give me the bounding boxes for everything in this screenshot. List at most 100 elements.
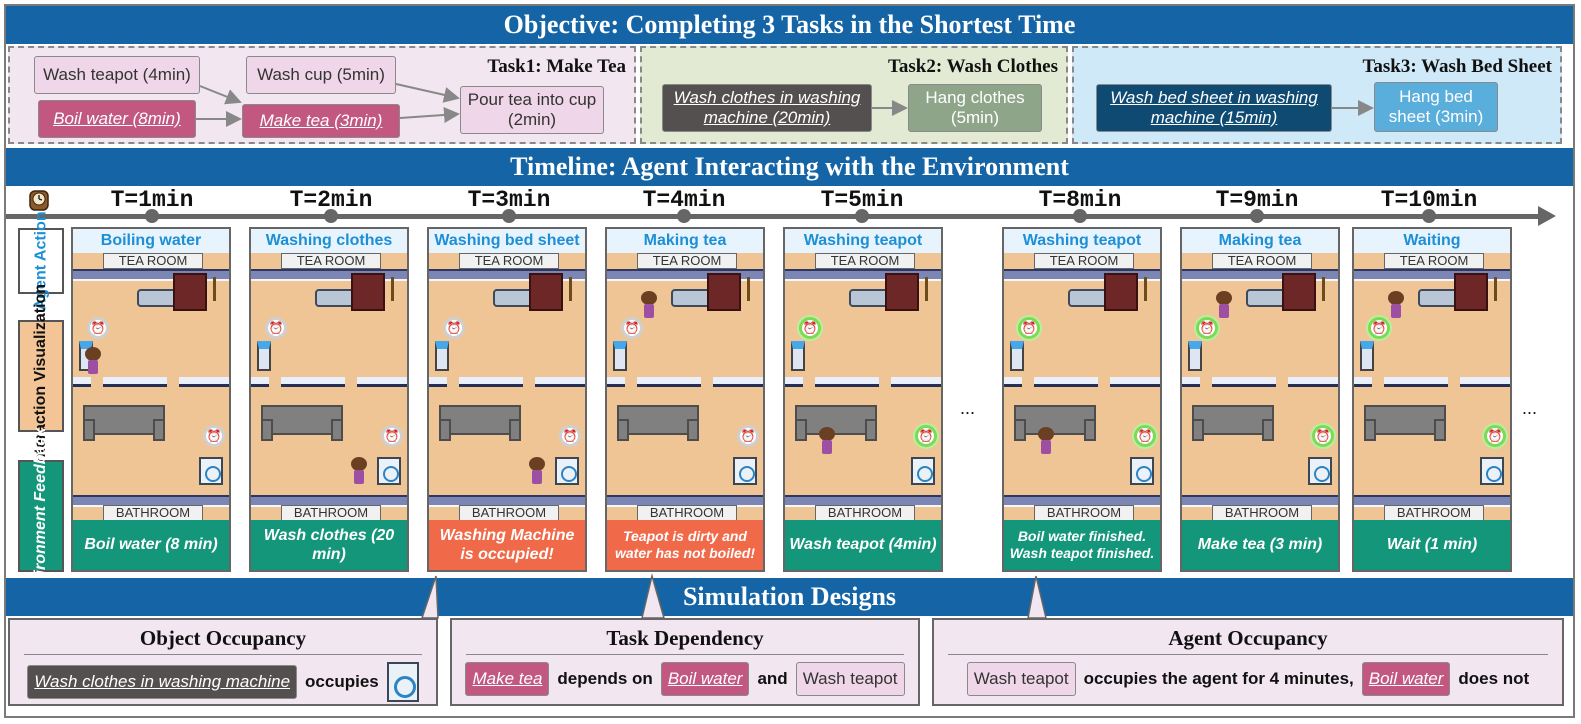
wall-divider bbox=[815, 377, 879, 387]
washing-machine-icon bbox=[1130, 457, 1154, 485]
tick-label: T=5min bbox=[820, 187, 904, 213]
lamp-icon bbox=[569, 277, 583, 301]
task2-arrow bbox=[872, 100, 908, 116]
timer-icon: ⏰ bbox=[265, 317, 287, 339]
frame-feedback: Boil water (8 min) bbox=[73, 520, 229, 570]
wash-teapot-chip: Wash teapot bbox=[795, 662, 905, 696]
timer-icon: ⏰ bbox=[1368, 317, 1390, 339]
cabinet-icon bbox=[1454, 273, 1488, 311]
bathroom-sign: BATHROOM bbox=[103, 505, 203, 521]
timer-icon: ⏰ bbox=[381, 425, 403, 447]
water-cooler-icon bbox=[1188, 341, 1202, 371]
tick-label: T=8min bbox=[1038, 187, 1122, 213]
cabinet-icon bbox=[1104, 273, 1138, 311]
frame-action: Washing bed sheet bbox=[429, 229, 585, 253]
bathroom-sign: BATHROOM bbox=[637, 505, 737, 521]
tea-room-sign: TEA ROOM bbox=[815, 253, 915, 269]
cabinet-icon bbox=[529, 273, 563, 311]
wall-divider bbox=[103, 377, 167, 387]
lamp-icon bbox=[1144, 277, 1158, 301]
washing-machine-icon bbox=[733, 457, 757, 485]
frame-action: Washing teapot bbox=[1004, 229, 1160, 253]
agent-icon bbox=[85, 347, 101, 375]
environment-feedback-label: Environment Feedback bbox=[18, 428, 64, 604]
wall-divider bbox=[713, 377, 763, 387]
does-not-text: does not bbox=[1458, 669, 1530, 688]
timer-icon: ⏰ bbox=[1196, 317, 1218, 339]
tea-room-sign: TEA ROOM bbox=[1212, 253, 1312, 269]
timeline-frame: Waiting TEA ROOM ⏰ ⏰ BATHROOM Wait (1 mi… bbox=[1352, 227, 1512, 572]
timer-icon: ⏰ bbox=[87, 317, 109, 339]
frame-action: Making tea bbox=[1182, 229, 1338, 253]
hang-sheet-box: Hang bed sheet (3min) bbox=[1374, 82, 1498, 132]
timer-icon: ⏰ bbox=[1134, 425, 1156, 447]
object-occupancy-chip: Wash clothes in washing machine bbox=[27, 665, 298, 699]
task1-arrows bbox=[196, 83, 460, 127]
tick-dot bbox=[1422, 209, 1436, 223]
wall-divider bbox=[1212, 377, 1276, 387]
wall-divider bbox=[73, 377, 91, 387]
wall-divider bbox=[1288, 377, 1338, 387]
timer-icon: ⏰ bbox=[1484, 425, 1506, 447]
simulation-header: Simulation Designs bbox=[6, 578, 1573, 616]
occupies-agent-text: occupies the agent for 4 minutes, bbox=[1083, 669, 1354, 688]
frame-feedback: Make tea (3 min) bbox=[1182, 520, 1338, 570]
wall-divider bbox=[357, 377, 407, 387]
boil-water-chip: Boil water bbox=[660, 662, 750, 696]
bathroom-sign: BATHROOM bbox=[1034, 505, 1134, 521]
tick-dot bbox=[1250, 209, 1264, 223]
agent-icon bbox=[641, 291, 657, 319]
task-dependency-title: Task Dependency bbox=[606, 626, 764, 650]
task1-title: Task1: Make Tea bbox=[487, 56, 626, 77]
tick-dot bbox=[855, 209, 869, 223]
agent-icon bbox=[1038, 427, 1054, 455]
tea-room-sign: TEA ROOM bbox=[1034, 253, 1134, 269]
interaction-visualization-label: Interaction Visualization bbox=[18, 284, 64, 468]
hang-clothes-box: Hang clothes (5min) bbox=[908, 84, 1042, 132]
agent-icon bbox=[529, 457, 545, 485]
agent-occupancy-title: Agent Occupancy bbox=[1168, 626, 1328, 650]
tea-room-sign: TEA ROOM bbox=[103, 253, 203, 269]
wall-divider bbox=[1460, 377, 1510, 387]
task2-panel: Task2: Wash Clothes Wash clothes in wash… bbox=[640, 46, 1068, 144]
bathroom-sign: BATHROOM bbox=[1212, 505, 1312, 521]
cabinet-icon bbox=[707, 273, 741, 311]
tea-room-sign: TEA ROOM bbox=[459, 253, 559, 269]
water-cooler-icon bbox=[257, 341, 271, 371]
agent-occupancy-callout: Agent Occupancy Wash teapot occupies the… bbox=[932, 618, 1564, 706]
wall-divider bbox=[607, 377, 625, 387]
counter-icon bbox=[617, 405, 699, 435]
timer-icon: ⏰ bbox=[1018, 317, 1040, 339]
make-tea-box: Make tea (3min) bbox=[242, 104, 400, 138]
callout-pointers bbox=[420, 573, 1047, 619]
timeline-axis bbox=[6, 214, 1541, 219]
water-cooler-icon bbox=[1010, 341, 1024, 371]
frame-feedback: Wash teapot (4min) bbox=[785, 520, 941, 570]
tick-dot bbox=[145, 209, 159, 223]
boil-water-box: Boil water (8min) bbox=[38, 100, 196, 138]
wall-divider bbox=[1004, 377, 1022, 387]
lamp-icon bbox=[1494, 277, 1508, 301]
washing-machine-icon bbox=[1480, 457, 1504, 485]
water-cooler-icon bbox=[435, 341, 449, 371]
timeline-header: Timeline: Agent Interacting with the Env… bbox=[6, 148, 1573, 186]
washing-machine-icon bbox=[1308, 457, 1332, 485]
timer-icon: ⏰ bbox=[443, 317, 465, 339]
timeline-frame: Boiling water TEA ROOM ⏰ ⏰ BATHROOM Boil… bbox=[71, 227, 231, 572]
object-occupancy-callout: Object Occupancy Wash clothes in washing… bbox=[8, 618, 438, 706]
water-cooler-icon bbox=[791, 341, 805, 371]
wall-divider bbox=[1384, 377, 1448, 387]
wall-divider bbox=[1182, 377, 1200, 387]
frame-action: Boiling water bbox=[73, 229, 229, 253]
task2-title: Task2: Wash Clothes bbox=[887, 56, 1058, 77]
timer-icon: ⏰ bbox=[1312, 425, 1334, 447]
wall-divider bbox=[251, 377, 269, 387]
timer-icon: ⏰ bbox=[559, 425, 581, 447]
agent-action-label: Agent Action bbox=[18, 212, 64, 310]
timeline-arrowhead bbox=[1538, 206, 1556, 226]
agent-boil-water-chip: Boil water bbox=[1361, 662, 1451, 696]
wall-divider bbox=[785, 377, 803, 387]
frame-action: Washing clothes bbox=[251, 229, 407, 253]
ellipsis-end: ... bbox=[1522, 398, 1538, 418]
tea-room-sign: TEA ROOM bbox=[1384, 253, 1484, 269]
